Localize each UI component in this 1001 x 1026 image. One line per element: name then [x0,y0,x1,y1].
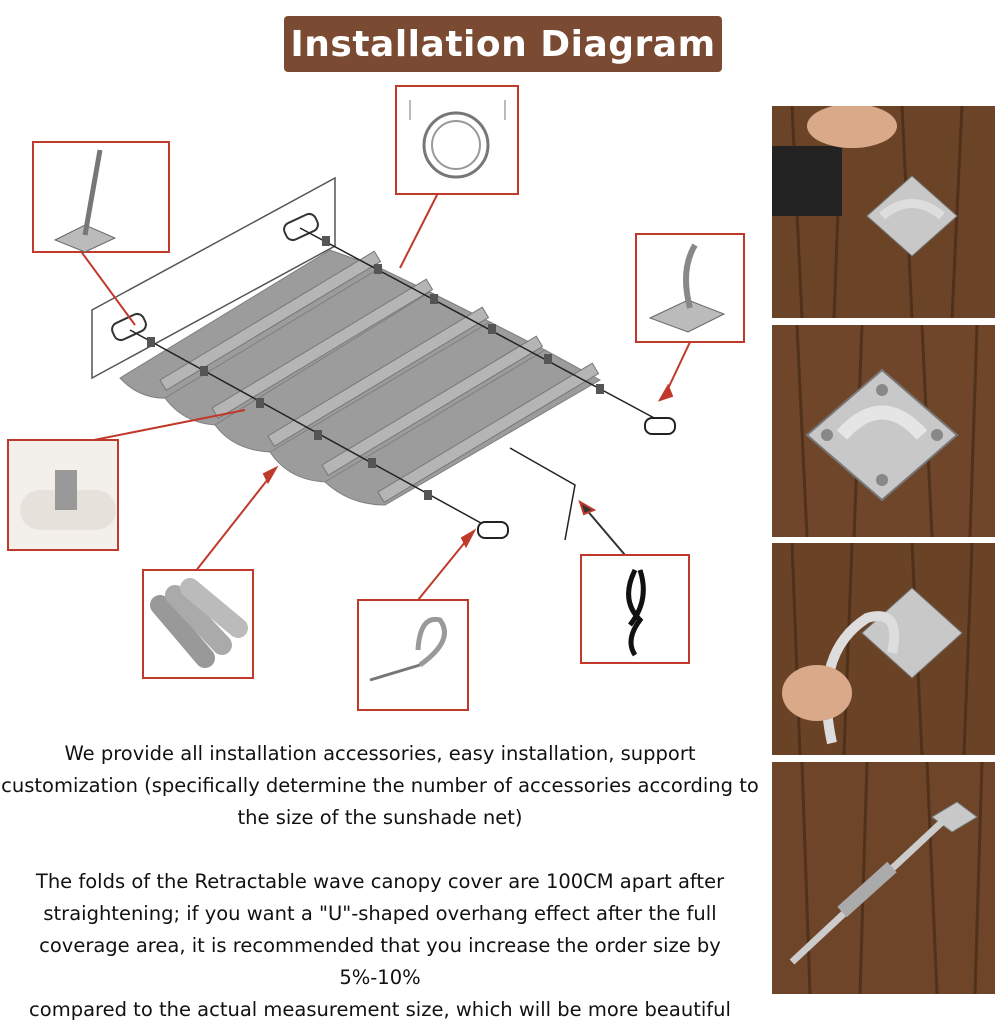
callout-thimble-clamp [357,599,469,711]
text-line: customization (specifically determine th… [1,774,759,797]
text-line: straightening; if you want a "U"-shaped … [43,902,717,925]
text-line: coverage area, it is recommended that yo… [39,934,721,989]
diagram-title: Installation Diagram [284,16,722,72]
photo-hooking-carabiner [772,543,995,755]
pull-rope [509,447,576,541]
photo-pad-eye-mounted [772,325,995,537]
callout-pad-eye-hook [635,233,745,343]
callout-wire-clip [7,439,119,551]
text-line: The folds of the Retractable wave canopy… [35,870,725,893]
wall-plate-right [283,212,319,242]
folds-paragraph: The folds of the Retractable wave canopy… [0,866,760,1026]
anchor-plate-front [477,521,509,539]
callout-turnbuckle [32,141,170,253]
canopy-waves [119,249,602,506]
callout-steel-wire-rope [395,85,519,195]
installation-diagram [7,85,745,711]
accessories-paragraph: We provide all installation accessories,… [0,738,760,834]
text-line: We provide all installation accessories,… [64,742,696,765]
callout-black-rope [580,554,690,664]
text-line: the size of the sunshade net) [237,806,523,829]
photo-turnbuckle-installed [772,762,995,994]
wall-plate-left [111,312,147,342]
photo-drilling-pad-eye [772,106,995,318]
text-line: compared to the actual measurement size,… [29,998,731,1021]
anchor-plate-rear [644,417,676,435]
canopy-tubes [159,250,600,503]
cable-clips [147,236,604,500]
leader-lines [79,192,691,601]
callout-aluminum-tubes [142,569,254,679]
